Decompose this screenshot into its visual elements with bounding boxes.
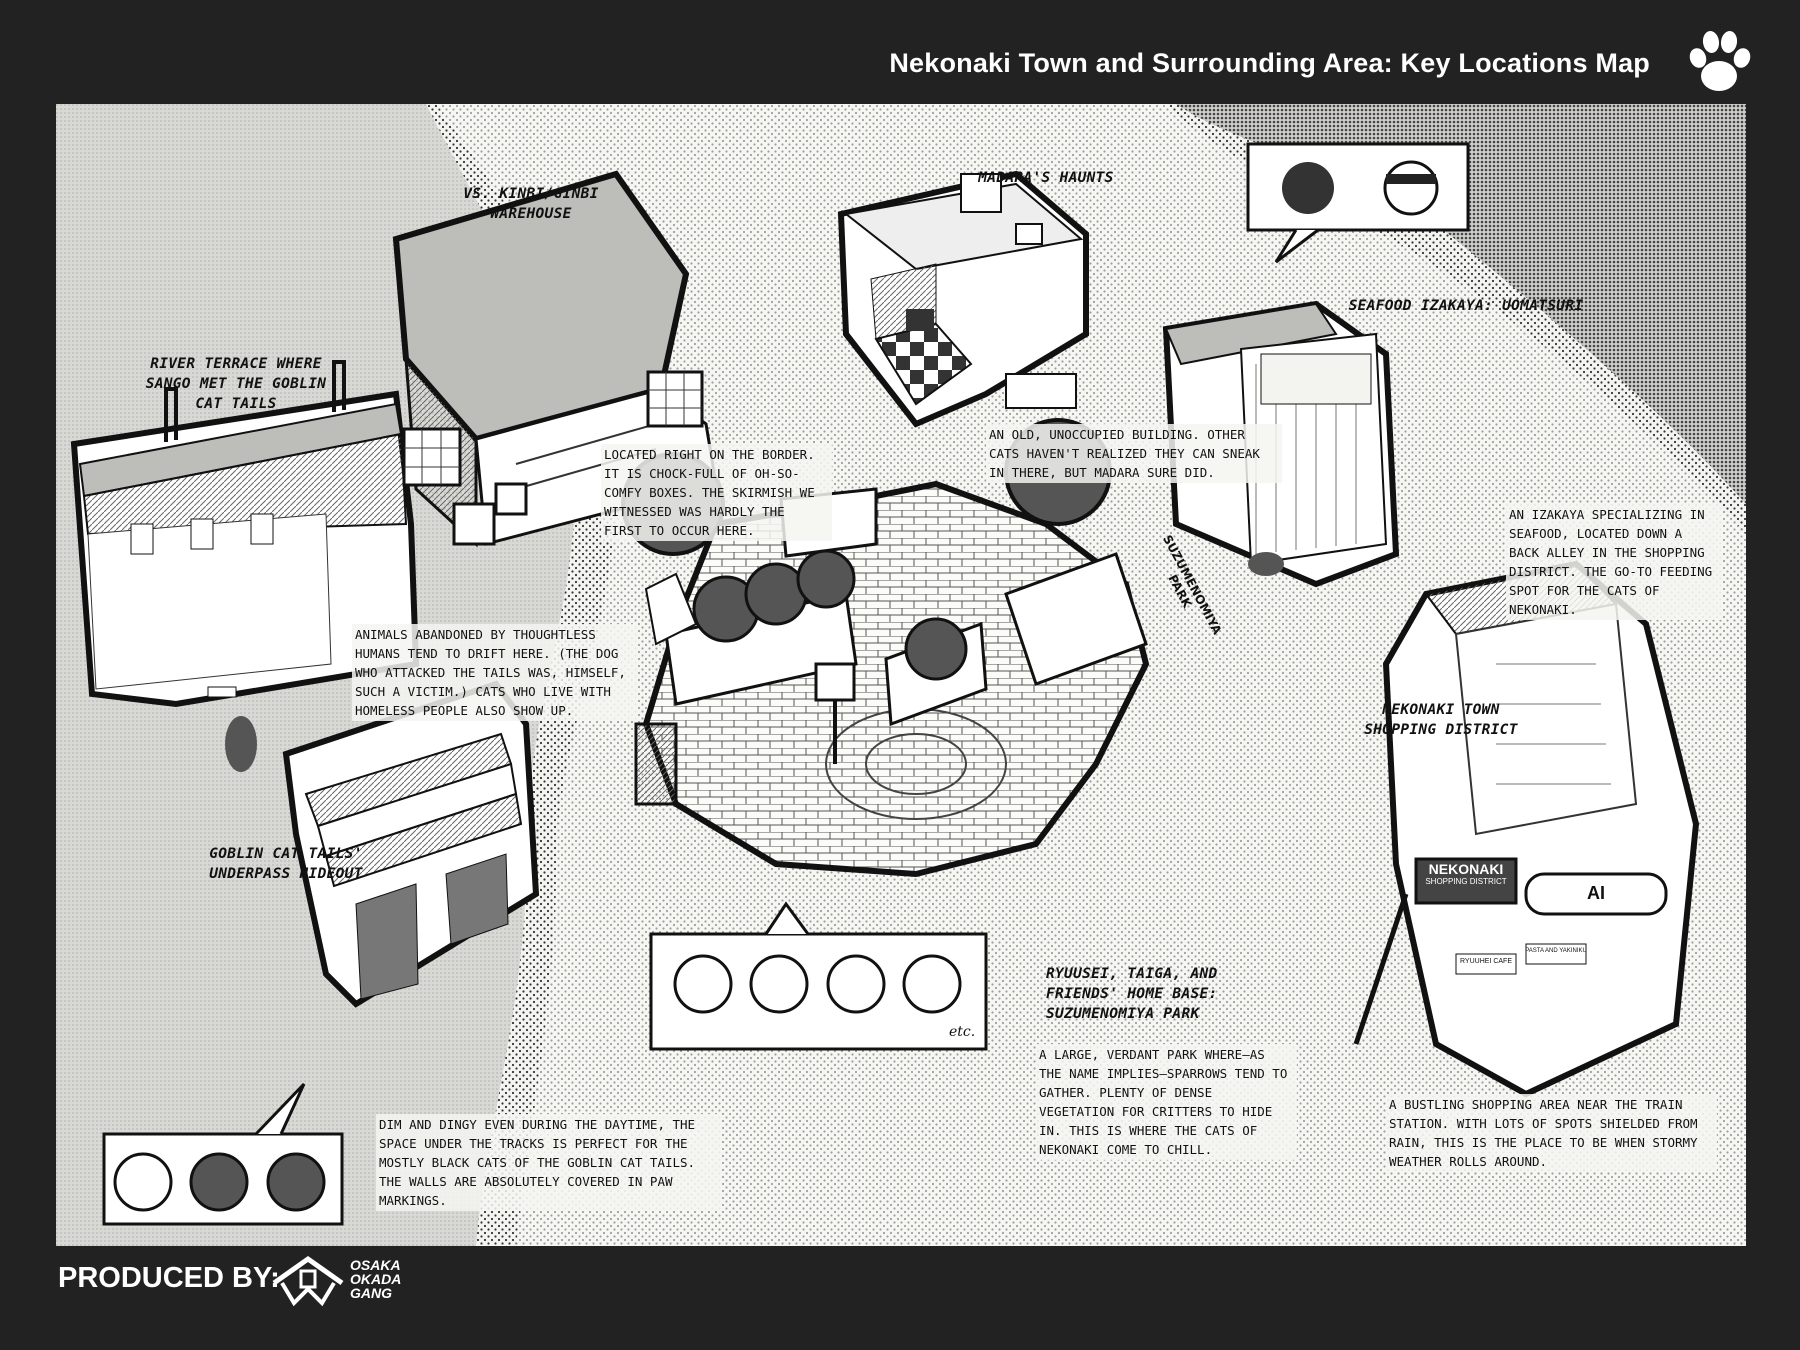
shop-cafe-sign: RYUUHEI CAFE (1460, 958, 1512, 965)
label-warehouse: VS. KINBI/GINBI WAREHOUSE (463, 186, 599, 222)
river-terrace-illustration (70, 360, 420, 772)
shopping-sign: NEKONAKI SHOPPING DISTRICT (1416, 861, 1516, 886)
logo-line-2: OKADA (350, 1271, 402, 1287)
desc-izakaya: AN IZAKAYA SPECIALIZING IN SEAFOOD, LOCA… (1506, 504, 1722, 620)
shopping-sign-title: NEKONAKI (1428, 861, 1504, 877)
publisher-logo-text: OSAKA OKADA GANG (350, 1258, 401, 1300)
madara-cat-panel (1246, 142, 1470, 264)
rail-zone (1176, 104, 1746, 504)
map-illustration (56, 104, 1746, 1246)
logo-line-3: GANG (350, 1285, 392, 1301)
label-madara: MADARA'S HAUNTS (978, 170, 1114, 186)
desc-underpass: DIM AND DINGY EVEN DURING THE DAYTIME, T… (376, 1114, 722, 1211)
desc-river-terrace: ANIMALS ABANDONED BY THOUGHTLESS HUMANS … (352, 624, 638, 721)
desc-shopping: A BUSTLING SHOPPING AREA NEAR THE TRAIN … (1386, 1094, 1717, 1172)
label-park: RYUUSEI, TAIGA, AND FRIENDS' HOME BASE: … (1046, 966, 1218, 1022)
page-title: Nekonaki Town and Surrounding Area: Key … (889, 48, 1650, 78)
produced-by-label: PRODUCED BY: (58, 1262, 280, 1294)
logo-line-1: OSAKA (350, 1257, 401, 1273)
underpass-illustration (282, 680, 540, 1008)
paw-print-icon (1689, 31, 1751, 91)
label-underpass: GOBLIN CAT TAILS' UNDERPASS HIDEOUT (209, 846, 363, 882)
desc-madara: AN OLD, UNOCCUPIED BUILDING. OTHER CATS … (986, 424, 1282, 483)
town-map: RIVER TERRACE WHERE SANGO MET THE GOBLIN… (56, 104, 1746, 1246)
park-cats-panel (649, 901, 988, 1051)
shopping-sign-sub: SHOPPING DISTRICT (1425, 877, 1507, 886)
desc-park: A LARGE, VERDANT PARK WHERE—AS THE NAME … (1036, 1044, 1297, 1160)
publisher-logo-icon (272, 1255, 344, 1307)
label-river-terrace: RIVER TERRACE WHERE SANGO MET THE GOBLIN… (145, 356, 327, 412)
madara-building-illustration (837, 170, 1089, 428)
label-shopping: NEKONAKI TOWN SHOPPING DISTRICT (1364, 702, 1518, 738)
park-etc: etc. (949, 1024, 976, 1040)
label-izakaya: SEAFOOD IZAKAYA: UOMATSURI (1348, 298, 1584, 314)
shop-pasta-sign: PASTA AND YAKINIKU (1525, 948, 1587, 954)
shop-ai-sign: AI (1587, 883, 1605, 903)
underpass-cats-panel (102, 1082, 344, 1226)
warehouse-illustration (392, 170, 718, 548)
desc-warehouse: LOCATED RIGHT ON THE BORDER. IT IS CHOCK… (601, 444, 832, 541)
